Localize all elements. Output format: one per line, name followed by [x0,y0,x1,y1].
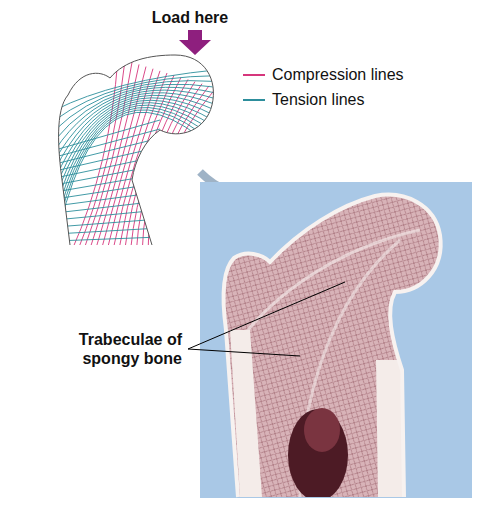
tension-line [55,138,160,164]
load-label: Load here [120,8,260,27]
trabeculae-label: Trabeculae of spongy bone [32,330,182,368]
tension-line [55,120,160,150]
tension-line [55,165,160,185]
tension-line [55,87,215,150]
femur-outline [59,55,214,245]
tension-line [55,90,215,160]
tension-line [55,110,215,240]
tension-line [55,228,160,234]
tension-line [55,107,215,230]
legend-item: Tension lines [243,91,365,109]
tension-line [55,105,215,220]
femur-section [200,182,472,501]
tension-line [55,98,215,190]
tension-line [55,237,160,241]
legend-item: Compression lines [243,66,404,84]
tension-line [55,70,215,110]
tension-line [55,201,160,213]
compression-line [148,86,209,250]
tension-line [55,100,215,200]
tension-line [55,84,215,140]
leader-line [188,282,345,356]
tension-line [55,183,160,199]
tension-line [55,93,215,170]
tension-line [55,192,160,206]
tension-line [55,112,215,250]
stress-lines [55,58,216,250]
legend-swatch [243,99,265,101]
legend-label: Compression lines [272,66,404,84]
legend-label: Tension lines [272,91,365,109]
load-arrow [179,30,211,55]
legend-swatch [243,74,265,76]
tension-line [55,246,160,248]
tension-line [55,103,215,210]
compression-line [136,82,195,250]
tension-line [55,174,160,192]
tension-line [55,129,160,157]
cortical-bone [224,195,441,497]
